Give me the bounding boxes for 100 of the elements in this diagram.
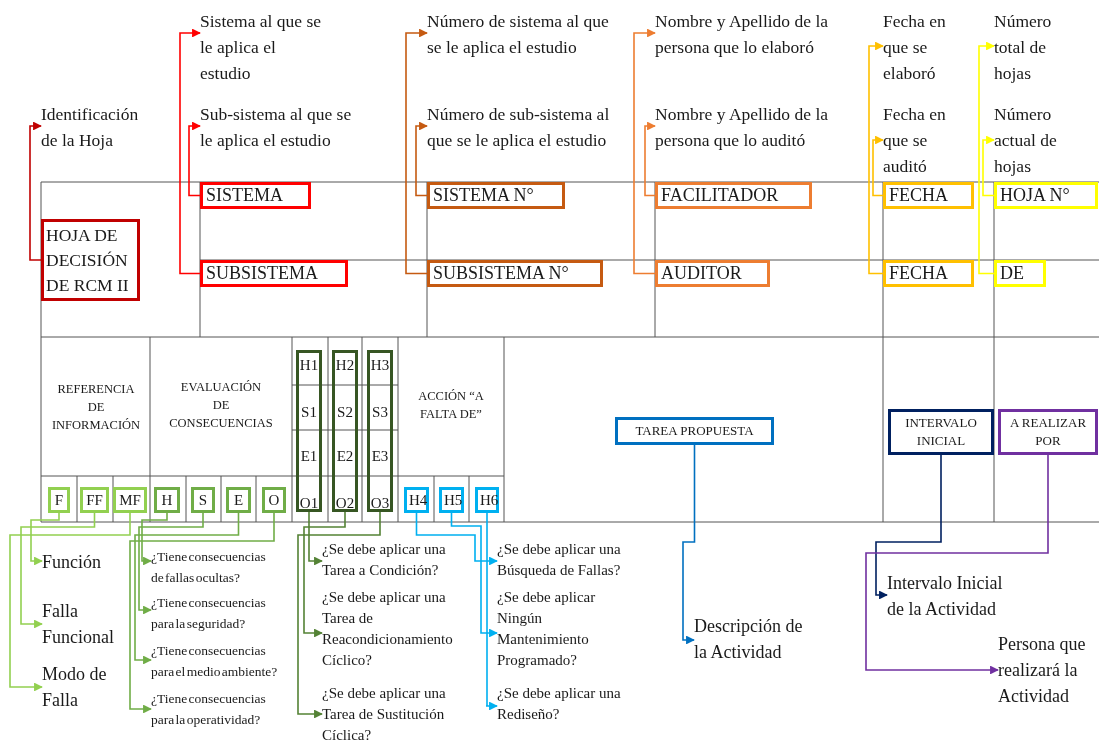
form-field-box bbox=[200, 182, 311, 209]
leader-arrow bbox=[865, 454, 1049, 675]
form-field-box bbox=[883, 260, 974, 287]
form-field-box bbox=[262, 487, 286, 513]
annotation-text: ¿Tiene consecuencias para la seguridad? bbox=[151, 592, 278, 634]
form-field-box bbox=[41, 219, 140, 301]
annotation-text: Nombre y Apellido de la persona que lo elaboró bbox=[655, 8, 865, 60]
field-label: A REALIZAR POR bbox=[1008, 414, 1088, 450]
leader-arrow bbox=[485, 512, 498, 711]
form-field-box bbox=[883, 182, 974, 209]
field-label: FECHA bbox=[889, 185, 949, 206]
annotation-text: ¿Se debe aplicar una Rediseño? bbox=[497, 683, 625, 725]
column-code: E2 bbox=[335, 447, 355, 466]
form-field-box bbox=[200, 260, 348, 287]
annotation-text: Falla Funcional bbox=[42, 598, 127, 650]
column-code: S3 bbox=[371, 403, 389, 422]
form-field-box bbox=[994, 182, 1098, 209]
leader-arrow bbox=[978, 41, 995, 275]
field-label: HOJA N° bbox=[1000, 185, 1071, 206]
form-field-box bbox=[154, 487, 180, 513]
leader-arrow bbox=[134, 512, 240, 665]
form-field-box bbox=[994, 260, 1046, 287]
leader-arrow bbox=[129, 512, 275, 714]
field-label: FACILITADOR bbox=[661, 185, 780, 206]
annotation-text: ¿Se debe aplicar una Tarea a Condición? bbox=[322, 539, 472, 581]
field-label: MF bbox=[118, 491, 142, 510]
form-field-box bbox=[998, 409, 1098, 455]
annotation-text: Intervalo Inicial de la Actividad bbox=[887, 570, 1022, 622]
form-field-box bbox=[655, 182, 812, 209]
annotation-text: Número total de hojas bbox=[994, 8, 1078, 86]
form-field-box bbox=[48, 487, 70, 513]
field-label: SUBSISTEMA N° bbox=[433, 263, 570, 284]
leader-arrow bbox=[308, 511, 323, 566]
leader-arrow bbox=[138, 512, 204, 615]
column-code: H1 bbox=[298, 356, 320, 375]
annotation-text: Sistema al que se le aplica el estudio bbox=[200, 8, 330, 86]
column-header: REFERENCIA DE INFORMACIÓN bbox=[50, 381, 142, 434]
annotation-text: Función bbox=[42, 549, 132, 575]
column-group-box bbox=[296, 350, 322, 512]
column-code: O1 bbox=[298, 494, 320, 513]
field-label: SISTEMA bbox=[206, 185, 284, 206]
form-field-box bbox=[615, 417, 774, 445]
column-group-box bbox=[367, 350, 393, 512]
leader-arrow bbox=[682, 444, 696, 645]
field-label: O bbox=[267, 491, 281, 510]
annotation-text: Fecha en que se auditó bbox=[883, 101, 968, 179]
leader-arrow bbox=[303, 511, 346, 638]
form-field-box bbox=[191, 487, 215, 513]
column-code: H3 bbox=[369, 356, 391, 375]
column-header: ACCIÓN “A FALTA DE” bbox=[417, 388, 485, 423]
form-field-box bbox=[655, 260, 770, 287]
field-label: SISTEMA N° bbox=[433, 185, 535, 206]
leader-arrow bbox=[450, 512, 498, 638]
column-code: E1 bbox=[299, 447, 319, 466]
leader-arrow bbox=[868, 41, 884, 275]
annotation-text: Descripción de la Actividad bbox=[694, 613, 812, 665]
leader-arrow bbox=[20, 512, 96, 629]
annotation-text: ¿Tiene consecuencias para el medio ambiente? bbox=[151, 640, 278, 682]
field-label: TAREA PROPUESTA bbox=[634, 422, 755, 440]
annotation-text: Persona que realizará la Actividad bbox=[998, 631, 1090, 709]
column-code: E3 bbox=[370, 447, 390, 466]
column-code: O3 bbox=[369, 494, 391, 513]
annotation-text: Número de sub-sistema al que se le aplica el estudio bbox=[427, 101, 632, 153]
field-label: DE bbox=[1000, 263, 1025, 284]
leader-arrow bbox=[141, 512, 168, 566]
leader-arrow bbox=[415, 121, 428, 197]
leader-arrow bbox=[9, 512, 131, 692]
leader-arrow bbox=[188, 121, 201, 197]
annotation-text: Modo de Falla bbox=[42, 661, 127, 713]
column-header: EVALUACIÓN DE CONSECUENCIAS bbox=[168, 379, 274, 432]
form-field-box bbox=[427, 260, 603, 287]
annotation-text: Fecha en que se elaboró bbox=[883, 8, 968, 86]
column-code: H2 bbox=[334, 356, 356, 375]
annotation-text: Número actual de hojas bbox=[994, 101, 1078, 179]
form-field-box bbox=[80, 487, 109, 513]
annotation-text: ¿Se debe aplicar una Tarea de Reacondicionamiento Cíclico? bbox=[322, 587, 472, 671]
annotation-text: Identificación de la Hoja bbox=[41, 101, 159, 153]
annotation-text: Número de sistema al que se le aplica el estudio bbox=[427, 8, 627, 60]
leader-arrow bbox=[405, 28, 428, 275]
column-code: S2 bbox=[336, 403, 354, 422]
leader-arrow bbox=[30, 512, 60, 566]
leader-arrow bbox=[179, 28, 201, 275]
column-code: O2 bbox=[334, 494, 356, 513]
annotation-text: ¿Se debe aplicar Ningún Mantenimiento Programado? bbox=[497, 587, 625, 671]
annotation-text: Nombre y Apellido de la persona que lo auditó bbox=[655, 101, 865, 153]
leader-arrow bbox=[644, 121, 656, 197]
form-field-box bbox=[888, 409, 994, 455]
form-field-box bbox=[226, 487, 251, 513]
field-label: HOJA DE DECISIÓN DE RCM II bbox=[46, 223, 130, 297]
form-field-box bbox=[427, 182, 565, 209]
leader-arrow bbox=[297, 511, 381, 719]
annotation-text: ¿Se debe aplicar una Búsqueda de Fallas? bbox=[497, 539, 625, 581]
field-label: S bbox=[197, 491, 209, 510]
field-label: F bbox=[53, 491, 65, 510]
annotation-text: ¿Tiene consecuencias de fallas ocultas? bbox=[151, 546, 278, 588]
annotation-text: ¿Se debe aplicar una Tarea de Sustitución Cíclica? bbox=[322, 683, 472, 746]
column-group-box bbox=[332, 350, 358, 512]
field-label: FECHA bbox=[889, 263, 949, 284]
leader-arrow bbox=[982, 135, 995, 197]
field-label: AUDITOR bbox=[661, 263, 743, 284]
